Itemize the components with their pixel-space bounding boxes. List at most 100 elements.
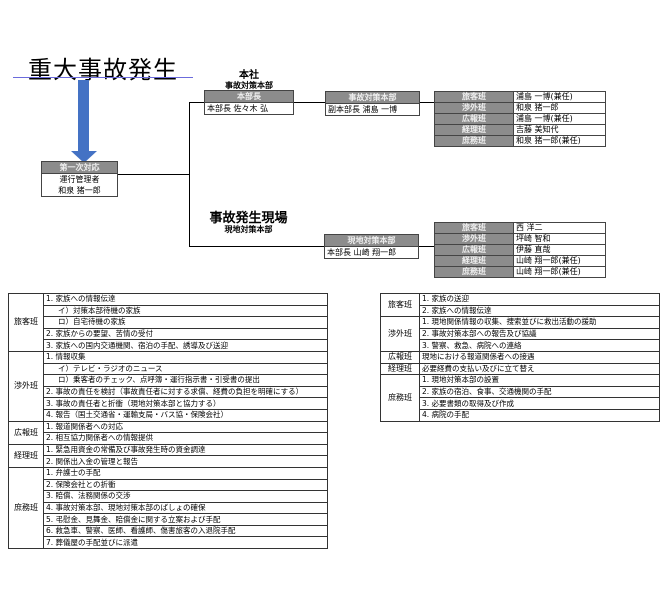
duty-row: ロ）自宅待機の家族 bbox=[9, 316, 328, 329]
duty-row: 2. 事故の責任を検討（事故責任者に対する求償、経費の負担を明確にする） bbox=[9, 385, 328, 399]
team-member: 和泉 猪一郎(兼任) bbox=[513, 135, 606, 147]
duty-item: 3. 家族への国内交通機関、宿泊の手配、誘導及び送迎 bbox=[43, 339, 328, 352]
down-arrow-icon bbox=[78, 80, 89, 152]
site-chief-header: 現地対策本部 bbox=[325, 235, 418, 247]
duty-row: 2. 相互協力関係者への情報提供 bbox=[9, 432, 328, 445]
duty-row: ロ）乗客者のチェック、点呼簿・運行指示書・引受書の提出 bbox=[9, 374, 328, 387]
site-label: 事故発生現場 bbox=[209, 211, 288, 226]
duty-group: 庶務班 bbox=[380, 374, 420, 422]
duty-row: 2. 家族の宿泊、食事、交通機関の手配 bbox=[381, 385, 660, 399]
duty-row: 7. 葬儀屋の手配並びに派遣 bbox=[9, 536, 328, 550]
duty-item: 現地における報道関係者への接遇 bbox=[419, 350, 660, 364]
duty-row: 3. 事故の責任者と折衝（現地対策本部と協力する） bbox=[9, 397, 328, 410]
duty-row: 2. 家族からの要望、苦情の受付 bbox=[9, 327, 328, 341]
team-member: 山崎 翔一郎(兼任) bbox=[513, 255, 606, 267]
duty-item: 3. 必要書類の取得及び作成 bbox=[419, 397, 660, 410]
team-row: 経理班吉藤 美知代 bbox=[434, 124, 606, 136]
connector bbox=[419, 102, 434, 103]
duty-item: イ）対策本部待機の家族 bbox=[43, 304, 328, 318]
first-response-role: 運行管理者 bbox=[59, 175, 100, 184]
duty-group: 渉外班 bbox=[380, 316, 420, 352]
title-underline bbox=[13, 77, 193, 78]
team-row: 経理班山崎 翔一郎(兼任) bbox=[434, 255, 606, 267]
team-member: 浦島 一博(兼任) bbox=[513, 113, 606, 125]
duty-item: 2. 家族への情報伝達 bbox=[419, 304, 660, 318]
site-team-table: 旅客班西 洋二渉外班坪崎 智和広報班伊藤 直哉経理班山崎 翔一郎(兼任)庶務班山… bbox=[434, 222, 606, 278]
duty-item: 2. 事故対策本部への報告及び協議 bbox=[419, 327, 660, 341]
hq-team-table: 旅客班浦島 一博(兼任)渉外班和泉 猪一郎広報班浦島 一博(兼任)経理班吉藤 美… bbox=[434, 91, 606, 147]
hq-chief-name: 本部長 佐々木 弘 bbox=[207, 104, 269, 113]
site-sublabel: 現地対策本部 bbox=[224, 225, 273, 234]
arrow-head-icon bbox=[71, 151, 97, 163]
first-response-name: 和泉 猪一郎 bbox=[58, 186, 101, 195]
duty-row: 2. 家族への情報伝達 bbox=[381, 304, 660, 318]
duty-row: 5. 弔慰金、見舞金、賠償金に関する立案および手配 bbox=[9, 513, 328, 526]
duty-group: 旅客班 bbox=[380, 292, 420, 318]
duty-item: 2. 事故の責任を検討（事故責任者に対する求償、経費の負担を明確にする） bbox=[43, 385, 328, 399]
duty-row: 2. 関係出入金の管理と報告 bbox=[9, 455, 328, 468]
duty-item: 5. 弔慰金、見舞金、賠償金に関する立案および手配 bbox=[43, 513, 328, 526]
duty-group: 庶務班 bbox=[8, 466, 44, 550]
team-row: 広報班浦島 一博(兼任) bbox=[434, 113, 606, 125]
team-name: 広報班 bbox=[434, 244, 514, 256]
duty-item: 2. 相互協力関係者への情報提供 bbox=[43, 432, 328, 445]
duty-row: 4. 報告（国土交通省・運輸支局・バス協・保険会社） bbox=[9, 408, 328, 422]
connector bbox=[189, 246, 434, 247]
duty-item: 2. 保険会社との折衝 bbox=[43, 478, 328, 492]
duty-item: イ）テレビ・ラジオのニュース bbox=[43, 362, 328, 376]
team-name: 庶務班 bbox=[434, 135, 514, 147]
duty-item: 4. 報告（国土交通省・運輸支局・バス協・保険会社） bbox=[43, 408, 328, 422]
team-name: 旅客班 bbox=[434, 222, 514, 234]
duty-row: 6. 救急車、警察、医師、看護師、傷害旅客の入退院手配 bbox=[9, 524, 328, 538]
team-name: 渉外班 bbox=[434, 102, 514, 114]
duty-item: ロ）乗客者のチェック、点呼簿・運行指示書・引受書の提出 bbox=[43, 374, 328, 387]
duty-item: 1. 情報収集 bbox=[43, 350, 328, 364]
hq-deputy-header: 事故対策本部 bbox=[326, 92, 419, 104]
team-row: 渉外班坪崎 智和 bbox=[434, 233, 606, 245]
team-name: 渉外班 bbox=[434, 233, 514, 245]
duty-row: 4. 事故対策本部、現地対策本部のばしょの確保 bbox=[9, 501, 328, 515]
duty-row: 3. 必要書類の取得及び作成 bbox=[381, 397, 660, 410]
duty-group: 渉外班 bbox=[8, 350, 44, 422]
team-name: 経理班 bbox=[434, 124, 514, 136]
duty-item: 1. 弁護士の手配 bbox=[43, 466, 328, 480]
duty-group: 旅客班 bbox=[8, 293, 44, 352]
connector bbox=[293, 102, 325, 103]
team-member: 坪崎 智和 bbox=[513, 233, 606, 245]
duty-row: 2. 保険会社との折衝 bbox=[9, 478, 328, 492]
duty-item: 3. 事故の責任者と折衝（現地対策本部と協力する） bbox=[43, 397, 328, 410]
duty-group: 経理班 bbox=[380, 362, 420, 376]
duty-row: 4. 病院の手配 bbox=[381, 408, 660, 422]
connector bbox=[189, 102, 204, 103]
duty-item: 1. 報道関係者への対応 bbox=[43, 420, 328, 434]
team-member: 吉藤 美知代 bbox=[513, 124, 606, 136]
connector bbox=[189, 102, 190, 247]
hq-deputy-box: 事故対策本部 副本部長 浦島 一博 bbox=[325, 91, 420, 116]
duty-row: イ）対策本部待機の家族 bbox=[9, 304, 328, 318]
hq-chief-header: 本部長 bbox=[205, 91, 293, 103]
duty-item: 1. 緊急用資金の常備及び事故発生時の資金調達 bbox=[43, 443, 328, 457]
duty-item: 1. 現地対策本部の設置 bbox=[419, 374, 660, 387]
hq-label: 本社 bbox=[239, 70, 259, 81]
duty-item: 7. 葬儀屋の手配並びに派遣 bbox=[43, 536, 328, 550]
duty-row: 3. 賠償、法務関係の交渉 bbox=[9, 490, 328, 503]
team-name: 広報班 bbox=[434, 113, 514, 125]
duty-row: 3. 家族への国内交通機関、宿泊の手配、誘導及び送迎 bbox=[9, 339, 328, 352]
site-chief-box: 現地対策本部 本部長 山崎 翔一郎 bbox=[324, 234, 419, 259]
team-member: 和泉 猪一郎 bbox=[513, 102, 606, 114]
team-row: 広報班伊藤 直哉 bbox=[434, 244, 606, 256]
duty-item: 6. 救急車、警察、医師、看護師、傷害旅客の入退院手配 bbox=[43, 524, 328, 538]
duty-item: 3. 警察、救急、病院への連絡 bbox=[419, 339, 660, 352]
duty-item: 1. 家族の送迎 bbox=[419, 293, 660, 306]
duty-group: 経理班 bbox=[8, 443, 44, 468]
team-member: 浦島 一博(兼任) bbox=[513, 91, 606, 103]
team-row: 旅客班浦島 一博(兼任) bbox=[434, 91, 606, 103]
hq-sublabel: 事故対策本部 bbox=[225, 81, 273, 90]
